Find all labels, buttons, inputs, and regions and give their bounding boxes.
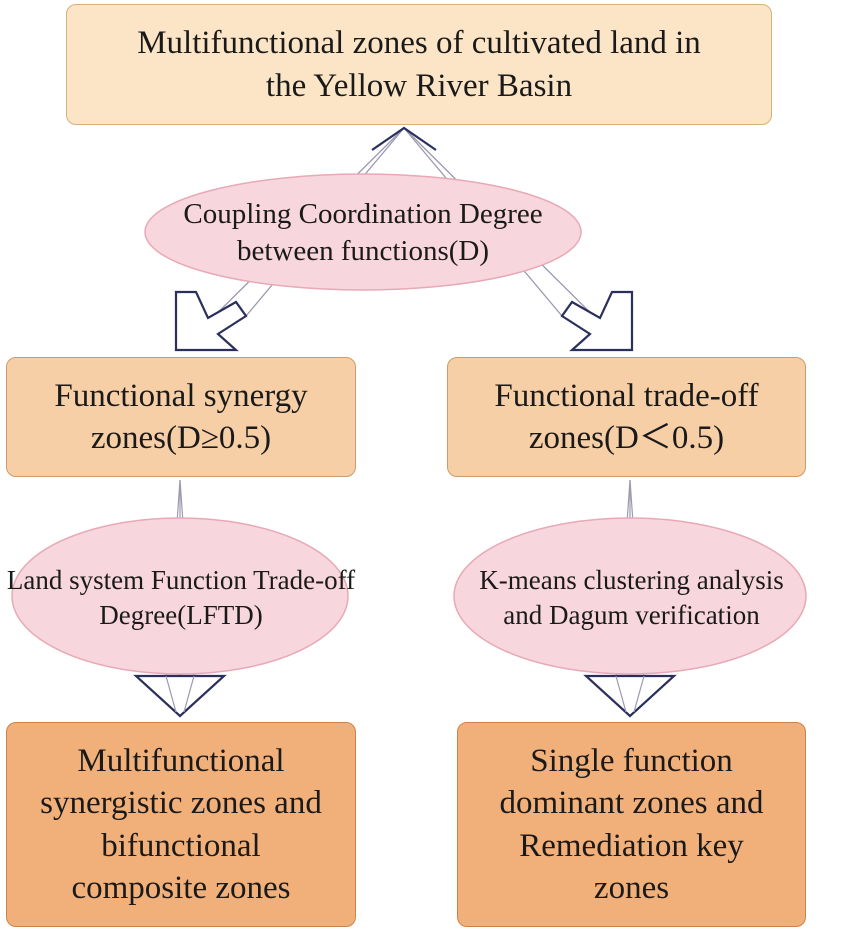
branch-arrow-outline (371, 126, 437, 151)
arrowhead-down-left-icon (133, 674, 227, 718)
label-lftd: Land system Function Trade-off Degree(LF… (6, 528, 356, 668)
lftd-line-3: Degree(LFTD) (99, 600, 263, 630)
coupling-ellipse (144, 173, 582, 291)
arrowhead-down-right-icon (583, 674, 677, 718)
tradeoff-line-1: Functional trade-off (494, 377, 759, 414)
lftd-line-2: Trade-off (253, 565, 356, 596)
synergistic-line-2: synergistic zones and (40, 785, 322, 822)
coupling-line-2: between functions(D) (236, 235, 490, 267)
kmeans-line-1: K-means clustering (479, 565, 690, 596)
synergy-line-1: Functional synergy (54, 377, 308, 414)
synergy-line-2: zones(D≥0.5) (90, 420, 272, 456)
arrowhead-right-icon (560, 290, 634, 352)
kmeans-line-2: analysis and Dagum (503, 565, 784, 630)
top-box-line-2: the Yellow River Basin (265, 67, 573, 104)
arrowhead-left-icon (174, 290, 248, 352)
lftd-ellipse (11, 517, 349, 675)
box-synergistic-composite-zones: Multifunctional synergistic zones and bi… (6, 722, 356, 927)
synergistic-line-3: bifunctional (101, 827, 261, 864)
single-function-line-1: Single function (530, 743, 733, 780)
top-box-line-1: Multifunctional zones of cultivated land… (137, 25, 701, 62)
synergistic-line-4: composite zones (71, 869, 291, 906)
synergistic-line-1: Multifunctional (77, 743, 285, 780)
kmeans-line-3: verification (635, 600, 760, 630)
tradeoff-line-2: zones(D＜0.5) (528, 420, 725, 456)
box-functional-tradeoff: Functional trade-off zones(D＜0.5) (447, 357, 806, 477)
box-multifunctional-zones: Multifunctional zones of cultivated land… (66, 4, 772, 125)
arrowhead-inner-lines (165, 675, 645, 713)
lftd-line-1: Land system Function (6, 565, 247, 596)
box-functional-synergy: Functional synergy zones(D≥0.5) (6, 357, 356, 477)
box-single-function-zones: Single function dominant zones and Remed… (457, 722, 806, 927)
branch-arrow-apex (371, 126, 437, 151)
single-function-line-3: Remediation key (519, 827, 744, 864)
label-coupling-coordination: Coupling Coordination Degree between fun… (150, 178, 576, 288)
kmeans-ellipse (453, 517, 807, 675)
single-function-line-4: zones (593, 869, 670, 906)
single-function-line-2: dominant zones and (499, 785, 764, 822)
coupling-line-1: Coupling Coordination Degree (183, 197, 543, 230)
label-kmeans: K-means clustering analysis and Dagum ve… (457, 528, 806, 668)
